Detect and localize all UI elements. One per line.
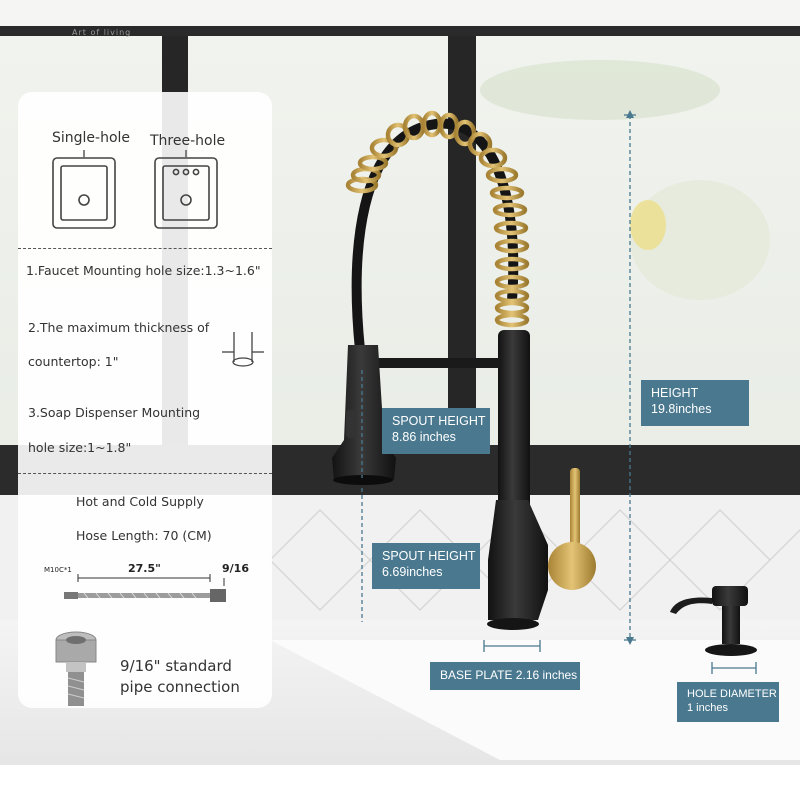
height-value: 19.8inches (651, 402, 712, 416)
spout-height-lower-value: 6.69inches (382, 565, 443, 579)
gold-hub (548, 542, 596, 590)
spec-thickness-line1: 2.The maximum thickness of (28, 320, 210, 335)
brand-tagline: Art of living (72, 28, 132, 37)
hose-length-text: Hose Length: 70 (CM) (76, 528, 212, 543)
sprayer-head (332, 345, 396, 480)
faucet-base (487, 618, 539, 630)
soap-dispenser-head (712, 586, 748, 606)
spout-height-upper-title: SPOUT HEIGHT (392, 414, 486, 428)
hole-diameter-title: HOLE DIAMETER (687, 688, 777, 700)
faucet-lower-body (488, 500, 548, 620)
hole-diameter-label: HOLE DIAMETER 1 inches (677, 682, 779, 722)
soap-dispenser-stem (722, 606, 740, 644)
spec-thickness-line2: countertop: 1" (28, 354, 119, 369)
pipe-connection-line2: pipe connection (120, 678, 240, 696)
pipe-connector-icon (55, 631, 97, 706)
dimension-arrows (626, 110, 634, 645)
sprayer-button (346, 410, 356, 438)
bottom-margin (0, 765, 800, 800)
three-hole-sink-icon (154, 150, 218, 229)
spout-height-upper-label: SPOUT HEIGHT 8.86 inches (382, 408, 490, 454)
spout-height-upper-value: 8.86 inches (392, 430, 456, 444)
greenery-blur-2 (630, 180, 770, 300)
hose-braid (78, 593, 210, 598)
window-frame-mid (448, 36, 476, 476)
spring-coil (345, 110, 530, 328)
countertop-thickness-icon (222, 332, 264, 367)
base-plate-label: BASE PLATE 2.16 inches (430, 662, 580, 690)
hose-fitting-left (64, 592, 78, 599)
hose-thread-label: M10C*1 (44, 566, 72, 574)
divider-bottom (18, 473, 272, 474)
base-plate-title: BASE PLATE 2.16 inches (440, 668, 578, 682)
spec-mounting-hole: 1.Faucet Mounting hole size:1.3~1.6" (26, 263, 261, 278)
single-hole-label: Single-hole (52, 130, 131, 146)
hose-diagram (64, 574, 226, 602)
three-hole-label: Three-hole (150, 133, 226, 149)
spec-soap-line1: 3.Soap Dispenser Mounting (28, 405, 201, 420)
hose-supply-text: Hot and Cold Supply (76, 494, 204, 509)
hose-nut-right (210, 589, 226, 602)
divider-top (18, 248, 272, 249)
gold-lever (570, 468, 580, 546)
height-title: HEIGHT (651, 386, 699, 400)
pipe-connection-line1: 9/16" standard (120, 657, 232, 675)
hose-nut-label: 9/16 (222, 562, 249, 575)
soap-dispenser-base (705, 644, 757, 656)
sink-diagrams (52, 150, 218, 229)
hole-diameter-value: 1 inches (687, 702, 728, 714)
spout-height-lower-label: SPOUT HEIGHT 6.69inches (372, 543, 480, 589)
dimension-lines (361, 114, 757, 674)
spout-height-lower-title: SPOUT HEIGHT (382, 549, 476, 563)
sprayer-face (333, 475, 393, 485)
single-hole-sink-icon (52, 150, 116, 229)
faucet-arm (372, 358, 500, 368)
soap-dispenser-nozzle (670, 597, 712, 614)
yellow-flower-blur (630, 200, 666, 250)
greenery-blur (480, 60, 720, 120)
spec-soap-line2: hole size:1~1.8" (28, 440, 132, 455)
window-frame-top (0, 26, 800, 36)
height-label: HEIGHT 19.8inches (641, 380, 749, 426)
sink-basin (270, 640, 800, 760)
hose-length-label: 27.5" (128, 562, 161, 575)
